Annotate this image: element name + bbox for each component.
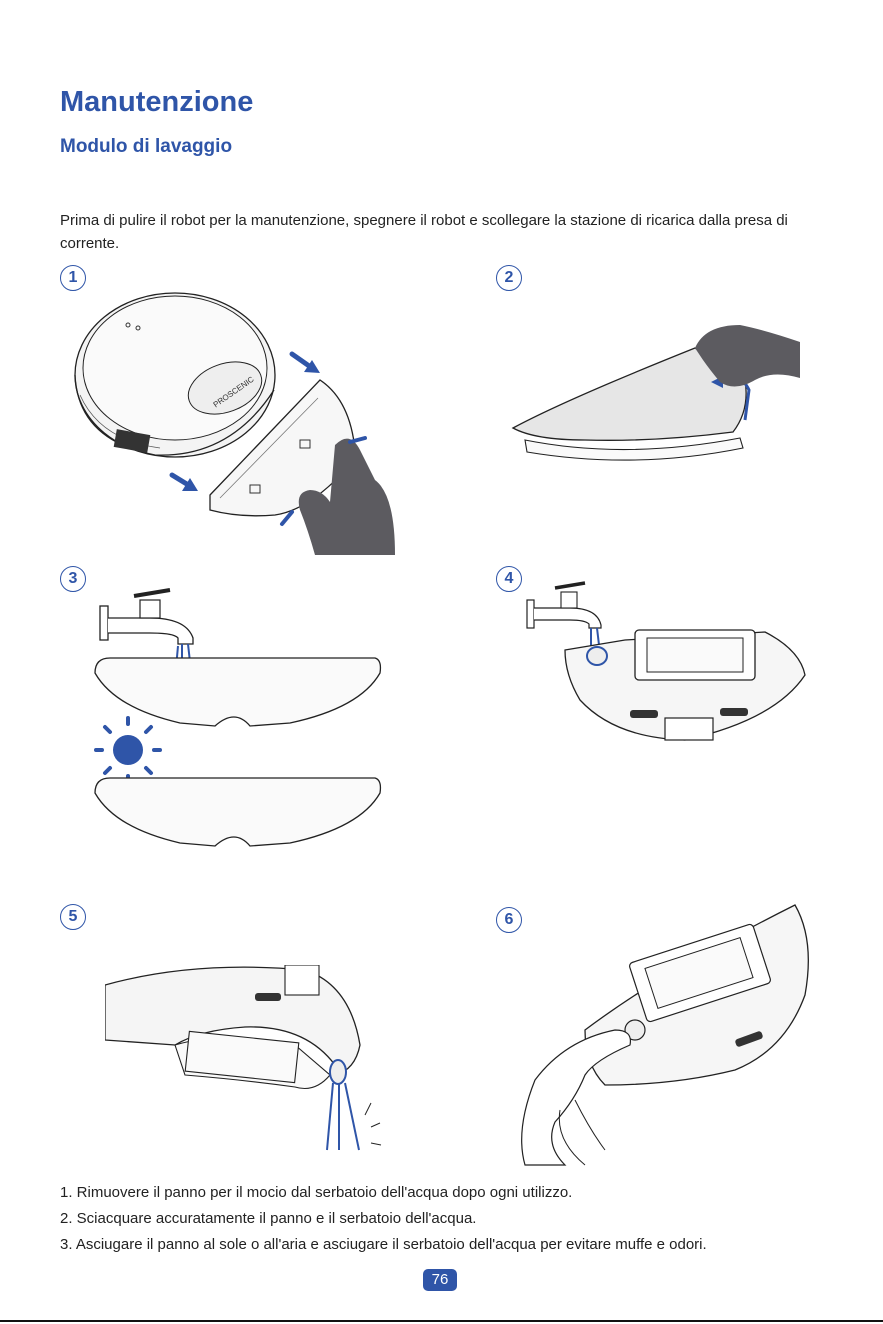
sun-icon	[94, 716, 162, 784]
step-number-1: 1	[60, 265, 86, 291]
faucet-icon	[99, 588, 194, 645]
hand-illustration	[298, 438, 395, 555]
page-title: Manutenzione	[60, 86, 254, 118]
hand-illustration	[521, 1029, 632, 1166]
illustration-step-3	[94, 588, 382, 847]
illustration-step-5	[105, 965, 382, 1151]
faucet-icon	[526, 581, 602, 629]
illustration-step-6	[521, 904, 809, 1166]
notes-list: 1. Rimuovere il panno per il mocio dal s…	[60, 1180, 850, 1258]
bottom-rule	[0, 1320, 883, 1322]
hand-illustration	[695, 325, 800, 387]
illustration-step-1: PROSCENIC	[74, 292, 395, 555]
intro-paragraph: Prima di pulire il robot per la manutenz…	[60, 212, 788, 252]
step-number-6: 6	[496, 907, 522, 933]
page-number-badge: 76	[423, 1269, 457, 1291]
step-number-3: 3	[60, 566, 86, 592]
page-subtitle: Modulo di lavaggio	[60, 136, 233, 157]
illustration-step-2	[511, 325, 800, 461]
step-number-2: 2	[496, 265, 522, 291]
illustration-step-4	[526, 581, 806, 741]
note-item: 3. Asciugare il panno al sole o all'aria…	[60, 1236, 707, 1253]
note-item: 2. Sciacquare accuratamente il panno e i…	[60, 1210, 477, 1227]
step-number-5: 5	[60, 904, 86, 930]
note-item: 1. Rimuovere il panno per il mocio dal s…	[60, 1184, 573, 1201]
step-number-4: 4	[496, 566, 522, 592]
